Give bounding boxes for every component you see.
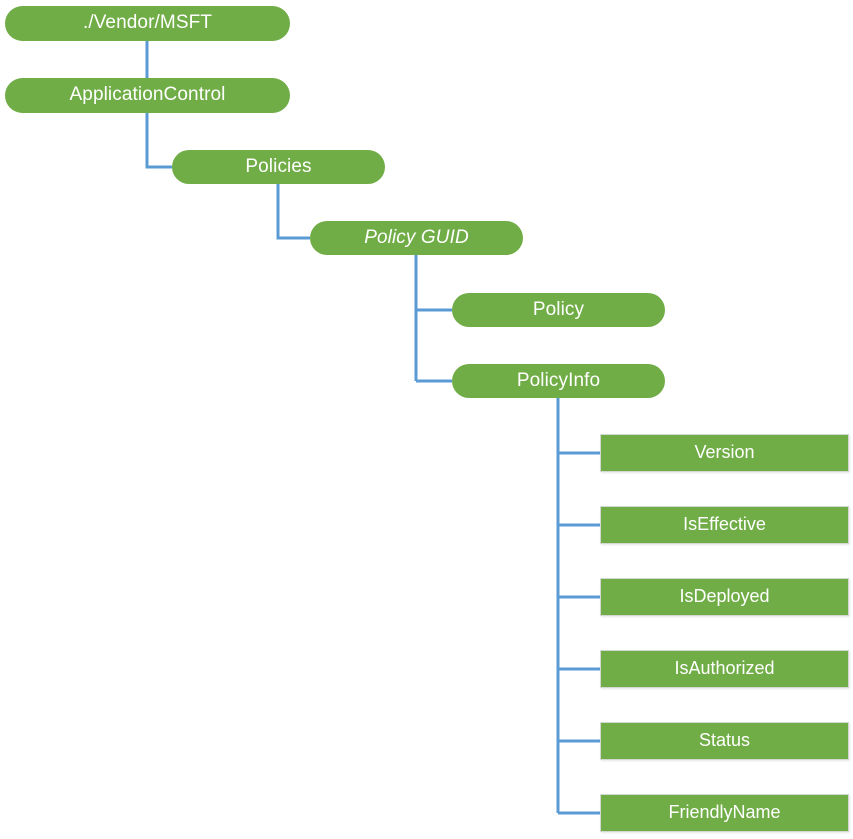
node-label: Policy GUID — [364, 226, 469, 248]
node-is-effective[interactable]: IsEffective — [600, 506, 849, 544]
node-label: ./Vendor/MSFT — [82, 12, 213, 34]
node-is-authorized[interactable]: IsAuthorized — [600, 650, 849, 688]
node-label: IsAuthorized — [674, 658, 775, 679]
node-application-control[interactable]: ApplicationControl — [5, 78, 290, 113]
edge-applicationcontrol-to-policies — [145, 113, 172, 169]
node-label: IsDeployed — [679, 586, 770, 607]
node-label: Policies — [245, 155, 312, 177]
edge-policies-to-policyguid — [276, 184, 310, 240]
node-label: Policy — [532, 298, 585, 320]
node-vendor-msft[interactable]: ./Vendor/MSFT — [5, 6, 290, 41]
node-label: PolicyInfo — [516, 369, 601, 391]
node-policy[interactable]: Policy — [452, 293, 665, 327]
node-label: FriendlyName — [668, 802, 781, 823]
node-is-deployed[interactable]: IsDeployed — [600, 578, 849, 616]
node-status[interactable]: Status — [600, 722, 849, 760]
node-label: Status — [698, 730, 751, 751]
node-friendly-name[interactable]: FriendlyName — [600, 794, 849, 832]
node-policy-info[interactable]: PolicyInfo — [452, 364, 665, 398]
node-label: ApplicationControl — [69, 84, 226, 106]
node-policy-guid[interactable]: Policy GUID — [310, 221, 523, 255]
node-label: IsEffective — [683, 514, 766, 535]
node-version[interactable]: Version — [600, 434, 849, 472]
node-label: Version — [694, 442, 755, 463]
node-policies[interactable]: Policies — [172, 150, 385, 184]
